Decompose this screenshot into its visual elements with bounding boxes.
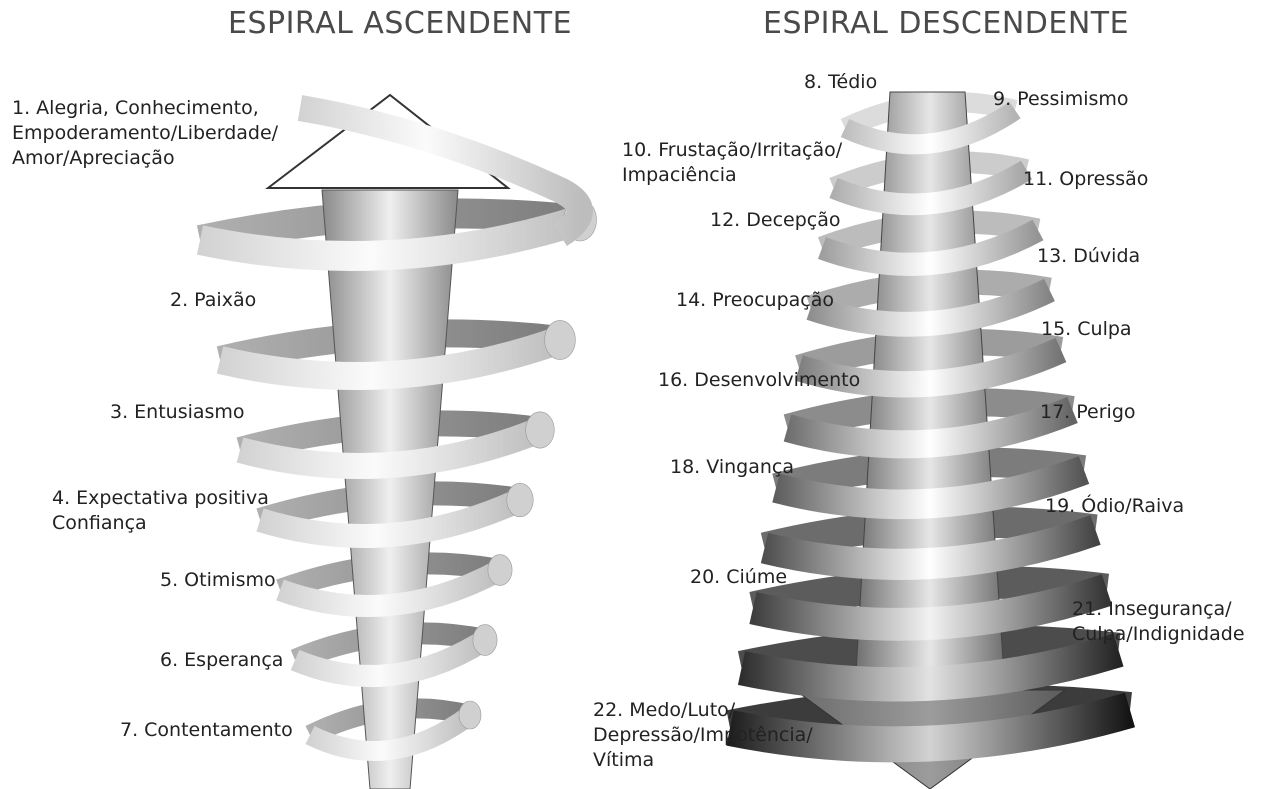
ribbon-fold [473,625,497,656]
descending-level-label: 12. Decepção [710,208,841,233]
label-line: 21. Insegurança/ [1072,597,1245,622]
label-line: 22. Medo/Luto/ [593,698,813,723]
label-line: Amor/Apreciação [12,146,278,171]
label-line: 20. Ciúme [690,565,787,590]
label-line: 12. Decepção [710,208,841,233]
descending-level-label: 18. Vingança [670,455,794,480]
label-line: Impaciência [622,163,842,188]
label-line: 1. Alegria, Conhecimento, [12,96,278,121]
ribbon-fold [526,412,555,448]
descending-level-label: 20. Ciúme [690,565,787,590]
ascending-level-label: 3. Entusiasmo [110,400,245,425]
label-line: 17. Perigo [1040,400,1136,425]
label-line: 9. Pessimismo [993,87,1129,112]
descending-level-label: 21. Insegurança/Culpa/Indignidade [1072,597,1245,647]
descending-level-label: 8. Tédio [804,70,877,95]
ascending-level-label: 2. Paixão [170,288,256,313]
label-line: 8. Tédio [804,70,877,95]
descending-level-label: 22. Medo/Luto/Depressão/Impotência/Vítim… [593,698,813,773]
label-line: Culpa/Indignidade [1072,622,1245,647]
descending-level-label: 13. Dúvida [1037,244,1140,269]
label-line: 6. Esperança [160,648,283,673]
label-line: 15. Culpa [1041,317,1132,342]
descending-spiral-graphic [730,92,1130,789]
ribbon-fold [459,701,481,729]
ascending-level-label: 5. Otimismo [160,568,276,593]
ribbon-fold [488,555,512,586]
descending-level-label: 11. Opressão [1023,167,1148,192]
label-line: 16. Desenvolvimento [658,368,860,393]
descending-level-label: 17. Perigo [1040,400,1136,425]
label-line: 10. Frustação/Irritação/ [622,138,842,163]
descending-level-label: 9. Pessimismo [993,87,1129,112]
ribbon-fold [507,483,533,517]
descending-level-label: 10. Frustação/Irritação/Impaciência [622,138,842,188]
ascending-spiral-graphic [200,95,597,789]
label-line: 2. Paixão [170,288,256,313]
label-line: 3. Entusiasmo [110,400,245,425]
label-line: Depressão/Impotência/ [593,723,813,748]
label-line: Vítima [593,748,813,773]
ascending-level-label: 1. Alegria, Conhecimento,Empoderamento/L… [12,96,278,171]
label-line: Empoderamento/Liberdade/ [12,121,278,146]
label-line: 11. Opressão [1023,167,1148,192]
label-line: 13. Dúvida [1037,244,1140,269]
label-line: 14. Preocupação [676,288,834,313]
label-line: 18. Vingança [670,455,794,480]
label-line: 4. Expectativa positiva [52,486,269,511]
ascending-level-label: 6. Esperança [160,648,283,673]
descending-level-label: 19. Ódio/Raiva [1045,494,1184,519]
label-line: 7. Contentamento [120,718,293,743]
label-line: 5. Otimismo [160,568,276,593]
label-line: Confiança [52,511,269,536]
ascending-level-label: 7. Contentamento [120,718,293,743]
ribbon-fold [545,320,576,359]
descending-level-label: 14. Preocupação [676,288,834,313]
descending-level-label: 15. Culpa [1041,317,1132,342]
descending-level-label: 16. Desenvolvimento [658,368,860,393]
label-line: 19. Ódio/Raiva [1045,494,1184,519]
